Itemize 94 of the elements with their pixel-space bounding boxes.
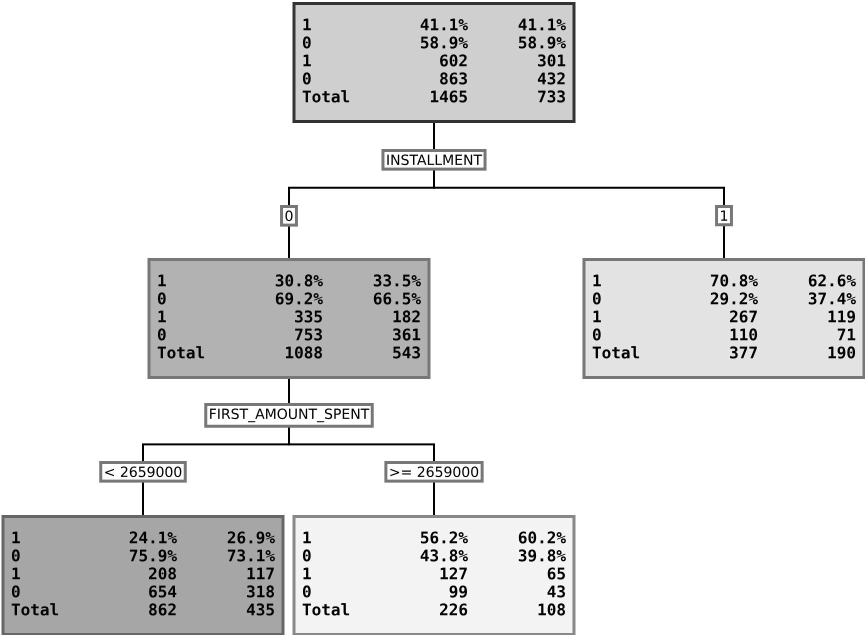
table-cell: Total (302, 90, 350, 103)
table-cell: 0 (302, 549, 311, 562)
table-cell: 182 (394, 310, 420, 323)
table-cell: 1 (158, 310, 166, 322)
table-cell: 301 (538, 54, 566, 67)
table-cell: 43 (548, 585, 565, 598)
table-cell: 110 (730, 328, 758, 341)
table-cell: 1 (303, 532, 311, 544)
statistics-table-box (2, 515, 284, 635)
split-label-box: FIRST_AMOUNT_SPENT (204, 403, 374, 428)
table-cell: 267 (730, 310, 757, 323)
table-cell: Total (12, 603, 58, 616)
table-cell: 127 (440, 567, 467, 580)
table-cell: 73.1% (228, 549, 275, 562)
table-cell: 41.1% (518, 18, 566, 30)
table-cell: Total (592, 346, 640, 359)
table-cell: 1088 (286, 346, 322, 359)
table-cell: 753 (295, 328, 322, 341)
connector-line (288, 379, 290, 403)
table-cell: 543 (393, 346, 420, 359)
table-cell: 37.4% (808, 292, 856, 305)
table-cell: 377 (730, 346, 757, 359)
statistics-table-box (148, 258, 430, 379)
table-cell: 1 (303, 54, 311, 66)
connector-line (723, 226, 725, 258)
table-cell: 43.8% (420, 549, 468, 562)
table-cell: 30.8% (276, 274, 323, 287)
table-cell: 318 (247, 585, 274, 598)
split-label-box: 0 (280, 205, 298, 227)
connector-line (433, 170, 725, 205)
connector-line (288, 226, 290, 258)
connector-line (288, 428, 435, 461)
table-cell: 0 (12, 585, 20, 598)
table-cell: 0 (592, 292, 601, 305)
table-cell: 117 (248, 568, 274, 580)
table-cell: 1 (12, 532, 20, 544)
statistics-table-box (292, 515, 576, 635)
table-cell: 602 (440, 54, 467, 67)
table-cell: 0 (592, 328, 601, 341)
table-cell: Total (158, 346, 204, 359)
table-cell: 1 (593, 310, 601, 322)
split-label-box: INSTALLMENT (381, 149, 487, 171)
connector-line (433, 482, 435, 515)
table-cell: 69.2% (276, 292, 323, 305)
table-cell: 108 (538, 603, 565, 616)
table-cell: 1 (303, 568, 311, 580)
split-label-box: >= 2659000 (384, 461, 484, 483)
table-cell: 33.5% (374, 274, 421, 287)
split-label-box: 1 (715, 205, 733, 226)
table-cell: 70.8% (710, 274, 758, 287)
table-cell: 41.1% (420, 18, 468, 30)
table-cell: 65 (548, 567, 565, 580)
table-cell: 335 (295, 310, 322, 323)
table-cell: 60.2% (518, 531, 566, 544)
table-cell: 0 (302, 36, 311, 49)
table-cell: 654 (149, 585, 176, 598)
table-cell: 0 (12, 549, 20, 562)
table-cell: 0 (158, 292, 166, 305)
table-cell: 208 (149, 567, 176, 580)
table-cell: 432 (538, 72, 565, 85)
table-cell: 119 (828, 310, 855, 323)
table-cell: 24.1% (130, 531, 177, 544)
table-cell: 1 (303, 18, 311, 30)
statistics-table-box (582, 258, 865, 379)
table-cell: 361 (393, 328, 420, 341)
connector-line (433, 123, 435, 149)
table-cell: 862 (149, 603, 176, 616)
table-cell: 733 (538, 90, 565, 103)
table-cell: 71 (838, 328, 856, 340)
table-cell: 26.9% (228, 531, 275, 544)
table-cell: 1465 (430, 90, 467, 103)
table-cell: 1 (12, 568, 20, 580)
table-cell: 66.5% (374, 292, 421, 305)
table-cell: 56.2% (420, 531, 468, 544)
table-cell: 29.2% (710, 292, 758, 305)
table-cell: 99 (450, 586, 467, 598)
statistics-table-box (292, 2, 576, 123)
table-cell: 1 (158, 274, 166, 286)
table-cell: 0 (302, 72, 311, 85)
table-cell: 1 (593, 274, 601, 286)
connector-line (142, 482, 144, 515)
table-cell: 39.8% (518, 549, 566, 562)
table-cell: 75.9% (130, 550, 177, 562)
table-cell: 58.9% (420, 36, 468, 49)
table-cell: 863 (440, 72, 467, 85)
table-cell: 0 (158, 328, 166, 341)
split-label-box: < 2659000 (99, 461, 187, 483)
table-cell: 226 (440, 603, 468, 616)
table-cell: 58.9% (518, 36, 566, 49)
table-cell: 0 (302, 585, 311, 598)
table-cell: Total (302, 603, 350, 616)
table-cell: 190 (828, 346, 856, 359)
table-cell: 435 (246, 603, 274, 616)
table-cell: 62.6% (808, 274, 856, 287)
